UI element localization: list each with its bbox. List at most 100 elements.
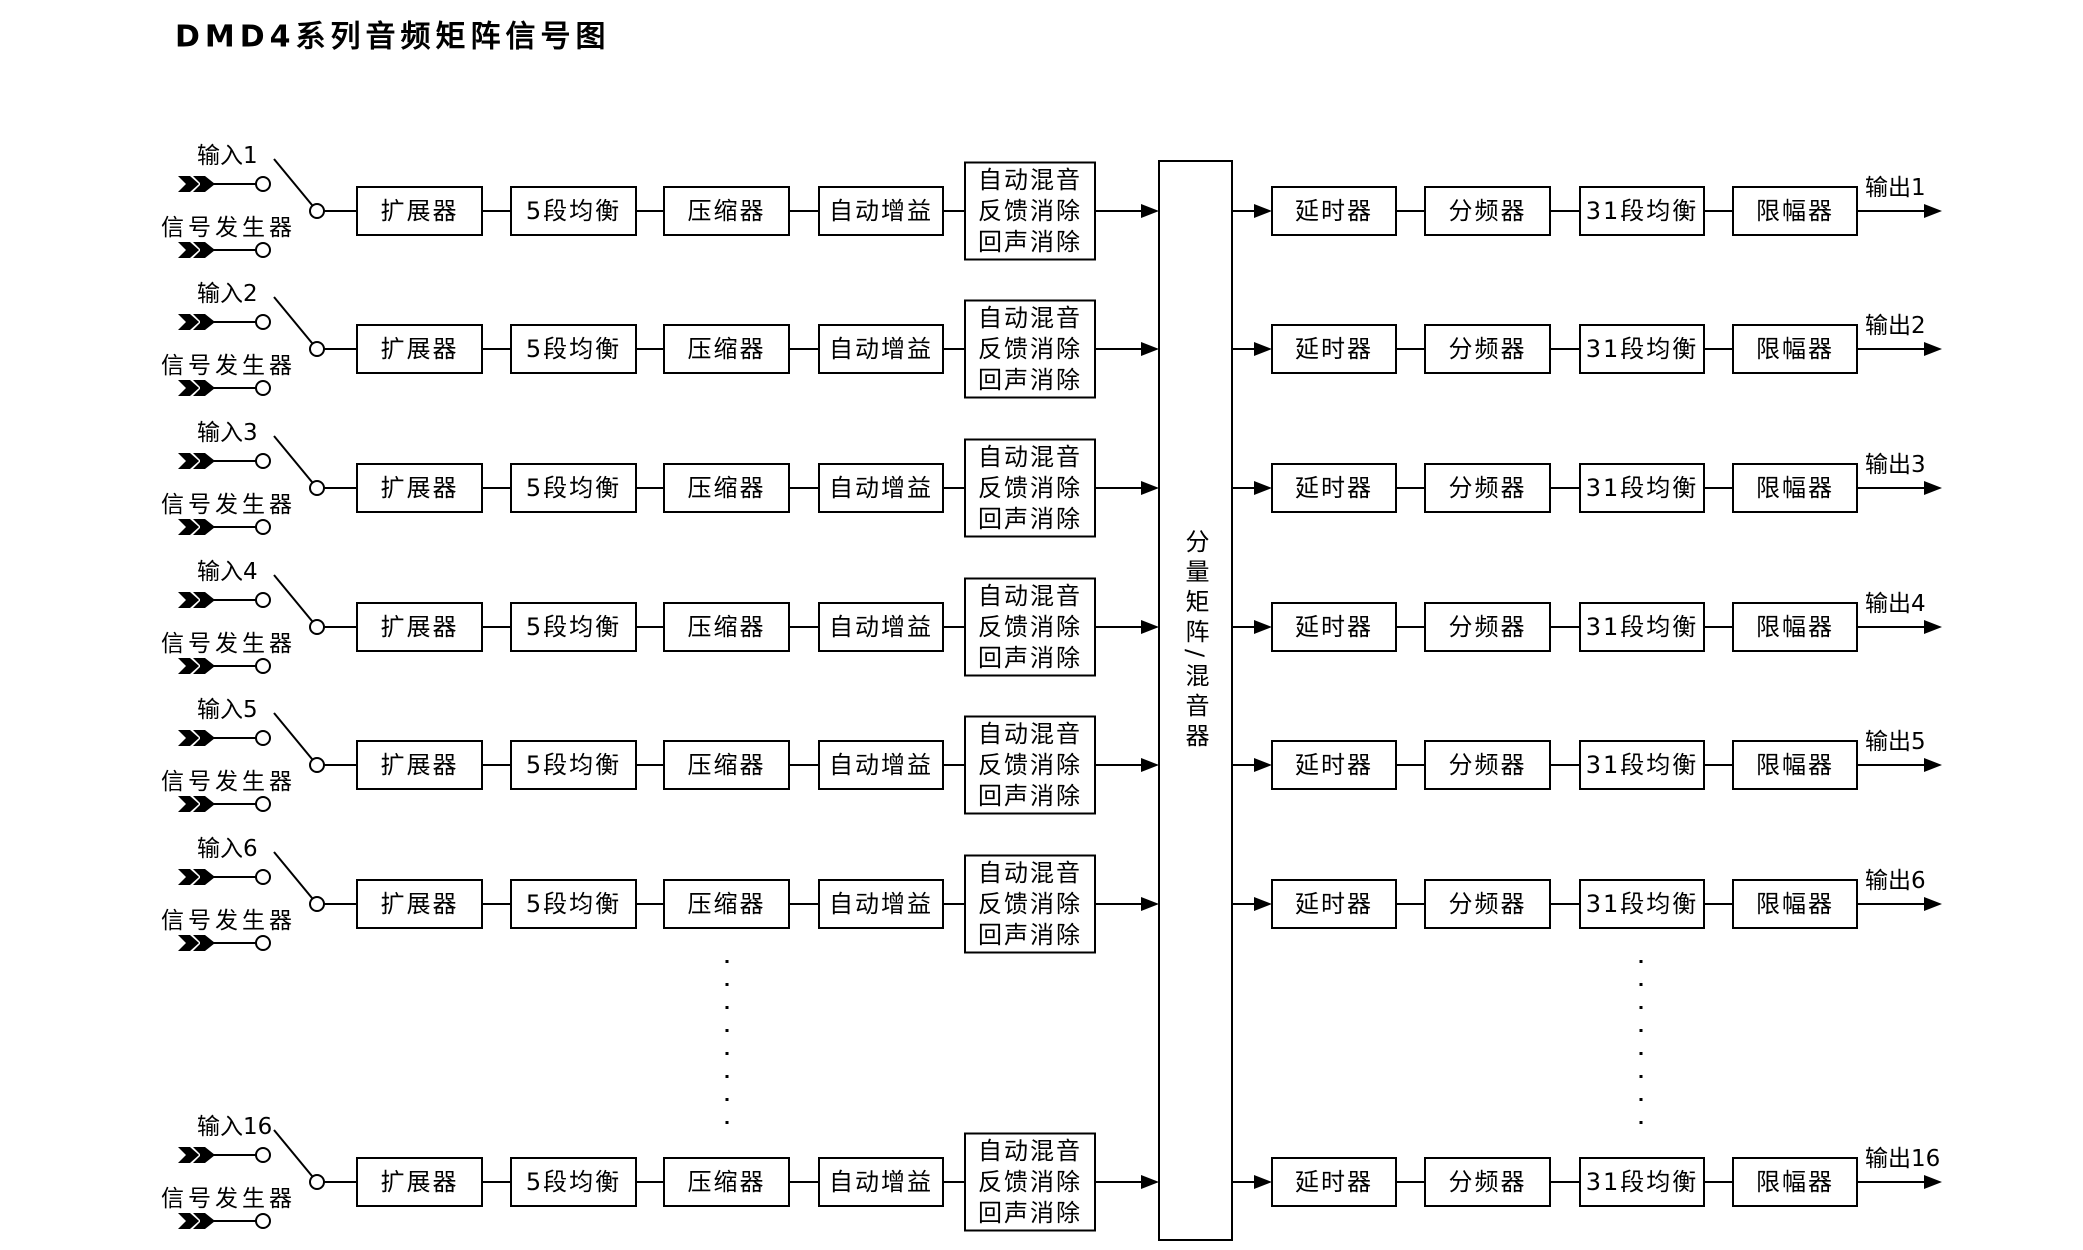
block-label: 扩展器 [381,890,459,918]
block-label: 分频器 [1449,197,1527,225]
block-frame [1732,1157,1858,1207]
plug-chevron-icon [193,658,215,674]
block-frame [818,740,944,790]
input-connector [178,869,271,885]
arrowhead-icon [1924,897,1942,911]
switch-lever [273,158,314,207]
block-label: 延时器 [1295,613,1373,641]
input-label: 输入2 [197,281,258,307]
block-frame [1424,740,1551,790]
terminal-node [255,869,271,885]
switch-pivot-node [309,480,325,496]
block-label: 限幅器 [1756,1168,1834,1196]
expander-box: 扩展器 [356,324,483,374]
input-label: 输入4 [197,559,258,585]
delay-box: 延时器 [1271,186,1397,236]
terminal-node [255,519,271,535]
plug-chevron-icon [193,1213,215,1229]
auto-gain-box: 自动增益 [818,463,944,513]
block-frame [663,324,790,374]
block-label: 扩展器 [381,1168,459,1196]
generator-connector [178,658,271,674]
plug-chevron-icon [178,380,199,396]
plug-chevron-icon [193,869,215,885]
arrowhead-icon [1254,758,1272,772]
arrowhead-icon [1924,342,1942,356]
compressor-box: 压缩器 [663,1157,790,1207]
block-frame [663,1157,790,1207]
block-frame [1579,186,1705,236]
compressor-box: 压缩器 [663,879,790,929]
arrowhead-icon [1924,620,1942,634]
arrowhead-icon [1254,481,1272,495]
arrowhead-icon [1254,204,1272,218]
block-label: 自动增益 [829,751,933,779]
block-frame [356,463,483,513]
eq-5band-box: 5段均衡 [510,463,637,513]
crossover-box: 分频器 [1424,740,1551,790]
output-arrow [1857,620,1942,634]
block-label: 5段均衡 [526,474,621,502]
block-frame [1579,740,1705,790]
plug-chevron-icon [178,1213,199,1229]
block-label: 自动增益 [829,890,933,918]
block-label: 自动混音 [978,720,1082,748]
block-frame [1579,879,1705,929]
eq-5band-box: 5段均衡 [510,879,637,929]
block-label: 扩展器 [381,613,459,641]
block-label: 压缩器 [688,1168,766,1196]
output-label: 输出5 [1865,729,1926,755]
arrowhead-icon [1254,620,1272,634]
compressor-box: 压缩器 [663,463,790,513]
eq-5band-box: 5段均衡 [510,1157,637,1207]
generator-label: 信号发生器 [161,631,296,657]
block-label: 分频器 [1449,890,1527,918]
limiter-box: 限幅器 [1732,324,1858,374]
terminal-node [255,1213,271,1229]
plug-chevron-icon [178,314,199,330]
terminal-node [255,242,271,258]
compressor-box: 压缩器 [663,740,790,790]
output-label: 输出2 [1865,313,1926,339]
block-frame [510,324,637,374]
block-label: 回声消除 [978,366,1082,394]
expander-box: 扩展器 [356,1157,483,1207]
block-label: 压缩器 [688,197,766,225]
block-frame [818,324,944,374]
block-label: 回声消除 [978,921,1082,949]
block-label: 反馈消除 [978,751,1082,779]
block-frame [1732,463,1858,513]
block-label: 5段均衡 [526,197,621,225]
generator-connector [178,1213,271,1229]
plug-chevron-icon [193,314,215,330]
block-label: 31段均衡 [1586,751,1699,779]
arrowhead-icon [1141,481,1159,495]
block-label: 延时器 [1295,1168,1373,1196]
limiter-box: 限幅器 [1732,463,1858,513]
block-label: 限幅器 [1756,335,1834,363]
block-label: 限幅器 [1756,474,1834,502]
plug-chevron-icon [178,592,199,608]
input-connector [178,314,271,330]
plug-chevron-icon [193,796,215,812]
terminal-node [255,1147,271,1163]
to-matrix-arrow [1095,758,1159,772]
output-arrow [1857,342,1942,356]
block-label: 5段均衡 [526,613,621,641]
block-label: 限幅器 [1756,197,1834,225]
output-arrow [1857,481,1942,495]
block-label: 5段均衡 [526,335,621,363]
block-frame [1424,324,1551,374]
delay-box: 延时器 [1271,463,1397,513]
auto-gain-box: 自动增益 [818,1157,944,1207]
plug-chevron-icon [178,730,199,746]
block-frame [663,186,790,236]
block-label: 自动混音 [978,859,1082,887]
terminal-node [255,453,271,469]
to-matrix-arrow [1095,204,1159,218]
switch-lever [273,1129,314,1178]
